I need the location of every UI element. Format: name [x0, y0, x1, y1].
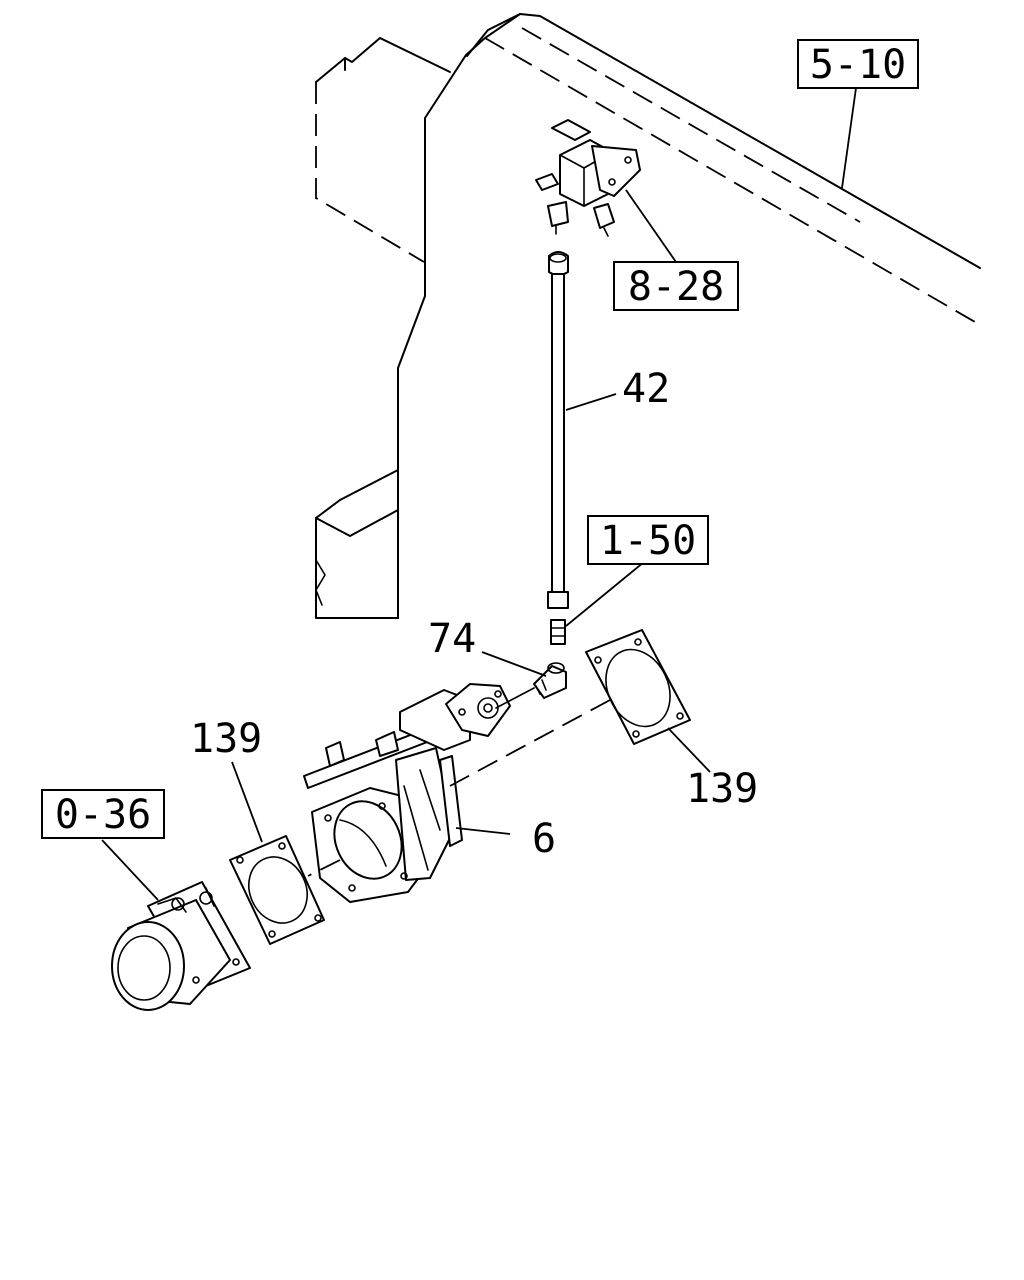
pipe-42	[547, 251, 569, 645]
label-6: 6	[532, 816, 556, 862]
label-139-left: 139	[190, 716, 262, 762]
label-0-36-text: 0-36	[55, 792, 151, 838]
elbow-fitting-74	[533, 662, 567, 699]
label-0-36: 0-36	[41, 789, 165, 839]
label-74: 74	[428, 616, 476, 662]
valve-body-6	[303, 683, 535, 903]
label-42: 42	[622, 366, 670, 412]
chassis-frame	[315, 13, 981, 619]
valve-assembly-8-28	[535, 119, 641, 237]
leader-lines	[101, 87, 857, 901]
gasket-139-left	[229, 835, 325, 945]
label-5-10: 5-10	[797, 39, 919, 89]
label-8-28-text: 8-28	[628, 264, 724, 310]
label-8-28: 8-28	[613, 261, 739, 311]
label-1-50-text: 1-50	[600, 518, 696, 564]
label-139-right: 139	[686, 766, 758, 812]
label-1-50: 1-50	[587, 515, 709, 565]
label-5-10-text: 5-10	[810, 42, 906, 88]
gasket-139-right	[585, 629, 691, 745]
exhaust-flange-0-36	[111, 881, 251, 1011]
